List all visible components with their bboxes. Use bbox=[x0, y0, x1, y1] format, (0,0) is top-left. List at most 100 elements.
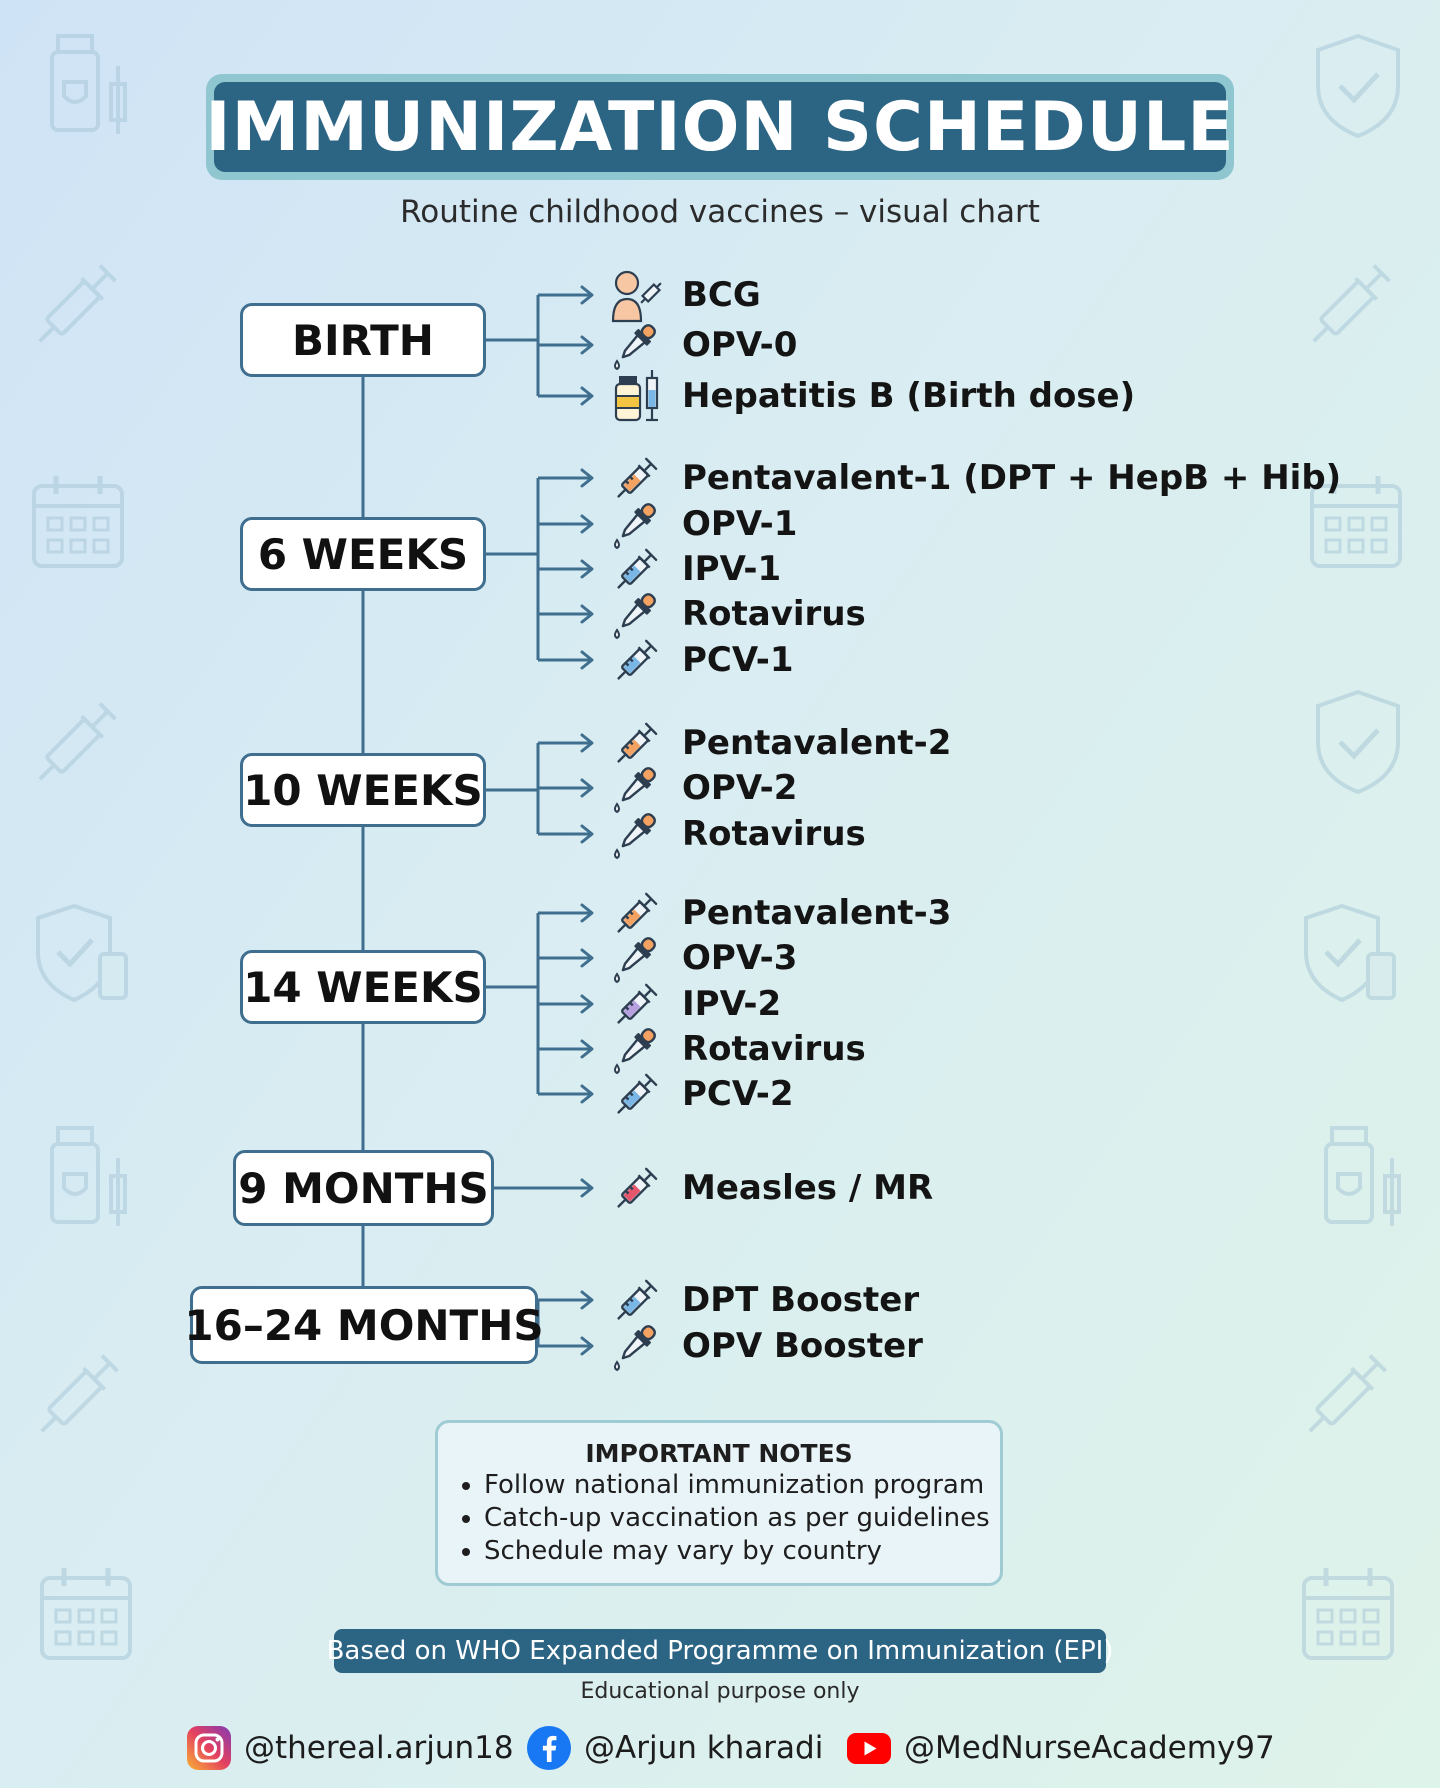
baby-injection-icon bbox=[607, 267, 667, 323]
syringe-blue-icon bbox=[607, 1066, 667, 1122]
page-subtitle: Routine childhood vaccines – visual char… bbox=[400, 194, 1040, 230]
syringe-blue-icon bbox=[607, 1272, 667, 1328]
notes-item: Follow national immunization program bbox=[484, 1469, 990, 1502]
arrow-head bbox=[580, 1336, 594, 1356]
source-banner: Based on WHO Expanded Programme on Immun… bbox=[327, 1629, 1113, 1673]
arrow-head bbox=[580, 1039, 594, 1059]
vaccine-label: IPV-1 bbox=[682, 549, 782, 589]
shield-icon bbox=[1316, 33, 1400, 139]
social-facebook[interactable]: @Arjun kharadi bbox=[526, 1724, 823, 1772]
arrow-head bbox=[580, 994, 594, 1014]
vaccine-label: PCV-2 bbox=[682, 1074, 794, 1114]
syringe-deco-icon bbox=[1308, 1354, 1387, 1433]
vaccine-label: PCV-1 bbox=[682, 640, 794, 680]
notes-item: Schedule may vary by country bbox=[484, 1535, 990, 1568]
arrow-head bbox=[580, 903, 594, 923]
syringe-deco-icon bbox=[38, 264, 117, 343]
syringe-deco-icon bbox=[38, 702, 117, 781]
vial-icon bbox=[1324, 1126, 1401, 1226]
calendar-icon bbox=[32, 476, 124, 568]
syringe-blue-icon bbox=[607, 632, 667, 688]
vaccine-label: Measles / MR bbox=[682, 1168, 934, 1208]
youtube-icon bbox=[847, 1733, 891, 1764]
arrow-head bbox=[580, 285, 594, 305]
notes-item: Catch-up vaccination as per guidelines bbox=[484, 1502, 990, 1535]
arrow-head bbox=[580, 778, 594, 798]
arrow-head bbox=[580, 335, 594, 355]
vial-icon bbox=[50, 34, 127, 134]
title-box: IMMUNIZATION SCHEDULE bbox=[205, 82, 1234, 172]
age-box: 16–24 MONTHS bbox=[184, 1286, 544, 1364]
facebook-handle: @Arjun kharadi bbox=[584, 1730, 824, 1766]
vaccine-label: Pentavalent-1 (DPT + HepB + Hib) bbox=[682, 458, 1342, 498]
arrow-head bbox=[580, 1290, 594, 1310]
oral-dropper-icon bbox=[607, 586, 667, 642]
oral-dropper-icon bbox=[607, 1318, 667, 1374]
arrow-head bbox=[580, 650, 594, 670]
social-youtube[interactable]: @MedNurseAcademy97 bbox=[846, 1724, 1275, 1772]
calendar-icon bbox=[1310, 476, 1402, 568]
vial-syringe-icon bbox=[607, 368, 667, 424]
instagram-handle: @thereal.arjun18 bbox=[244, 1730, 514, 1766]
arrow-head bbox=[580, 948, 594, 968]
vaccine-label: Pentavalent-2 bbox=[682, 723, 952, 763]
shield-vial-icon bbox=[1304, 903, 1396, 1003]
arrow-head bbox=[580, 386, 594, 406]
shield-vial-icon bbox=[36, 903, 128, 1003]
vaccine-label: OPV-1 bbox=[682, 504, 798, 544]
arrow-head bbox=[580, 468, 594, 488]
arrow-head bbox=[580, 604, 594, 624]
syringe-orange-icon bbox=[607, 715, 667, 771]
calendar-icon bbox=[40, 1568, 132, 1660]
vaccine-label: OPV-0 bbox=[682, 325, 798, 365]
age-box: 6 WEEKS bbox=[240, 517, 486, 591]
vaccine-label: OPV Booster bbox=[682, 1326, 923, 1366]
vaccine-label: OPV-2 bbox=[682, 768, 798, 808]
vaccine-label: OPV-3 bbox=[682, 938, 798, 978]
oral-dropper-icon bbox=[607, 1021, 667, 1077]
age-box: BIRTH bbox=[240, 303, 486, 377]
arrow-head bbox=[580, 559, 594, 579]
age-box: 14 WEEKS bbox=[240, 950, 486, 1024]
vaccine-label: BCG bbox=[682, 275, 761, 315]
vaccine-label: Pentavalent-3 bbox=[682, 893, 952, 933]
oral-dropper-icon bbox=[607, 496, 667, 552]
notes-title: IMPORTANT NOTES bbox=[585, 1439, 853, 1468]
syringe-blue-icon bbox=[607, 541, 667, 597]
title-banner: IMMUNIZATION SCHEDULE bbox=[205, 74, 1234, 180]
notes-list: Follow national immunization program Cat… bbox=[458, 1469, 990, 1568]
vaccine-label: IPV-2 bbox=[682, 984, 782, 1024]
calendar-icon bbox=[1302, 1568, 1394, 1660]
arrow-head bbox=[580, 733, 594, 753]
vaccine-label: Rotavirus bbox=[682, 814, 866, 854]
social-instagram[interactable]: @thereal.arjun18 bbox=[186, 1724, 514, 1772]
syringe-orange-icon bbox=[607, 885, 667, 941]
youtube-handle: @MedNurseAcademy97 bbox=[904, 1730, 1275, 1766]
vaccine-label: Rotavirus bbox=[682, 1029, 866, 1069]
syringe-deco-icon bbox=[1312, 264, 1391, 343]
arrow-head bbox=[580, 514, 594, 534]
important-notes: IMPORTANT NOTES Follow national immuniza… bbox=[435, 1420, 1003, 1586]
page-title: IMMUNIZATION SCHEDULE bbox=[205, 87, 1235, 167]
arrow-head bbox=[580, 1084, 594, 1104]
vaccine-label: Rotavirus bbox=[682, 594, 866, 634]
disclaimer: Educational purpose only bbox=[580, 1679, 860, 1704]
age-box: 10 WEEKS bbox=[240, 753, 486, 827]
oral-dropper-icon bbox=[607, 930, 667, 986]
syringe-orange-icon bbox=[607, 450, 667, 506]
shield-icon bbox=[1316, 689, 1400, 795]
oral-dropper-icon bbox=[607, 317, 667, 373]
vaccine-label: Hepatitis B (Birth dose) bbox=[682, 376, 1136, 416]
arrow-head bbox=[580, 824, 594, 844]
oral-dropper-icon bbox=[607, 760, 667, 816]
vial-icon bbox=[50, 1126, 127, 1226]
oral-dropper-icon bbox=[607, 806, 667, 862]
arrow-head bbox=[580, 1178, 594, 1198]
syringe-deco-icon bbox=[40, 1354, 119, 1433]
vaccine-label: DPT Booster bbox=[682, 1280, 920, 1320]
syringe-red-icon bbox=[607, 1160, 667, 1216]
syringe-purple-icon bbox=[607, 976, 667, 1032]
instagram-icon bbox=[187, 1726, 231, 1770]
facebook-icon bbox=[527, 1726, 571, 1770]
age-box: 9 MONTHS bbox=[233, 1150, 494, 1226]
